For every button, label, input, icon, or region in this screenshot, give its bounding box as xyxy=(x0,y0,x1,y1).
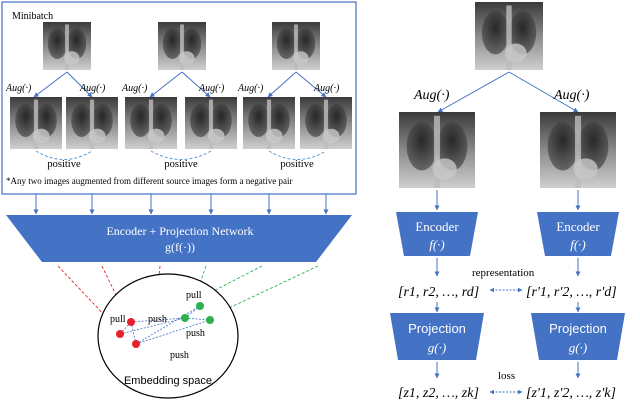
augmented-xray-image-3b xyxy=(300,97,352,149)
red-embedding-point-1 xyxy=(116,330,124,338)
encoder-projection-network-block xyxy=(6,215,352,262)
projection-title-right: Projection xyxy=(549,321,607,336)
minibatch-frame xyxy=(1,1,357,195)
minibatch-branch-arrows xyxy=(33,71,327,98)
encoder-block-right xyxy=(537,212,619,256)
positive-label-2: positive xyxy=(164,159,198,170)
projection-vector-right: [z'1, z'2, …, z'k] xyxy=(526,386,616,401)
projection-vector-left: [z1, z2, …, zk] xyxy=(398,386,479,401)
pipeline-augmented-xray-right xyxy=(540,112,616,188)
minibatch-aug-label-1b: Aug(·) xyxy=(79,83,106,94)
minibatch-to-network-arrows xyxy=(33,194,329,215)
encoder-fn-right: f(·) xyxy=(570,237,586,252)
minibatch-aug-label-3b: Aug(·) xyxy=(313,83,340,94)
network-function: g(f(·)) xyxy=(165,240,195,254)
representation-vector-right: [r'1, r'2, …, r'd] xyxy=(526,285,617,300)
source-xray-image-3 xyxy=(272,22,320,70)
push-label-2: push xyxy=(186,328,205,339)
pipeline-source-xray-image xyxy=(475,2,543,70)
encoder-title-left: Encoder xyxy=(415,219,459,234)
encoder-to-representation-arrows xyxy=(434,258,581,277)
pipeline-augmented-xray-left xyxy=(399,112,475,188)
encoder-title-right: Encoder xyxy=(556,219,600,234)
representation-label: representation xyxy=(472,267,535,279)
pipeline-aug-label-left: Aug(·) xyxy=(413,88,450,103)
source-xray-image-1 xyxy=(43,22,91,70)
pull-label-green: pull xyxy=(186,290,202,301)
source-xray-image-2 xyxy=(158,22,206,70)
minibatch-aug-label-2a: Aug(·) xyxy=(121,83,148,94)
loss-label: loss xyxy=(498,370,515,382)
representation-vector-left: [r1, r2, …, rd] xyxy=(398,285,479,300)
augmented-xray-image-2b xyxy=(185,97,237,149)
pipeline-branch-arrows xyxy=(437,71,579,113)
minibatch-aug-label-1a: Aug(·) xyxy=(5,83,32,94)
embedding-space-label: Embedding space xyxy=(124,375,212,387)
minibatch-title: Minibatch xyxy=(12,11,53,22)
augmented-xray-image-3a xyxy=(243,97,295,149)
positive-pair-arcs xyxy=(35,150,327,160)
positive-label-3: positive xyxy=(280,159,314,170)
green-embedding-point-3 xyxy=(206,316,214,324)
green-embedding-point-1 xyxy=(181,314,189,322)
red-embedding-point-2 xyxy=(127,318,135,326)
push-label-1: push xyxy=(148,314,167,325)
projection-fn-right: g(·) xyxy=(569,340,587,355)
representation-to-projection-arrows xyxy=(434,302,581,313)
negative-pair-note: *Any two images augmented from different… xyxy=(6,176,293,186)
minibatch-aug-label-2b: Aug(·) xyxy=(198,83,225,94)
encoder-fn-left: f(·) xyxy=(429,237,445,252)
positive-label-1: positive xyxy=(47,159,81,170)
encoder-block-left xyxy=(396,212,478,256)
network-title: Encoder + Projection Network xyxy=(106,224,253,238)
push-label-3: push xyxy=(170,350,189,361)
projection-fn-left: g(·) xyxy=(428,340,446,355)
pipeline-to-encoder-arrows xyxy=(434,190,581,211)
minibatch-aug-label-3a: Aug(·) xyxy=(237,83,264,94)
projection-to-output-arrows xyxy=(434,362,581,379)
augmented-xray-image-2a xyxy=(125,97,177,149)
augmented-xray-image-1b xyxy=(66,97,118,149)
pull-label-red: pull xyxy=(110,314,126,325)
augmented-xray-image-1a xyxy=(10,97,62,149)
red-embedding-point-3 xyxy=(132,340,140,348)
green-embedding-point-2 xyxy=(196,302,204,310)
pipeline-aug-label-right: Aug(·) xyxy=(553,88,590,103)
projection-block-right xyxy=(531,313,625,360)
projection-title-left: Projection xyxy=(408,321,466,336)
projection-block-left xyxy=(390,313,484,360)
